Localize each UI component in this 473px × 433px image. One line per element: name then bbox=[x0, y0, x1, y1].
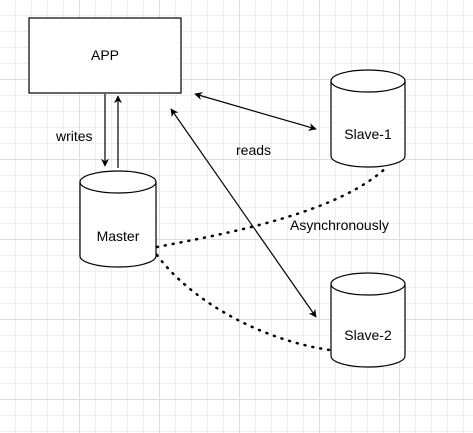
master-cylinder bbox=[79, 170, 157, 268]
slave1-cylinder-rim bbox=[330, 80, 406, 93]
reads-arrow-slave2[interactable] bbox=[170, 108, 317, 318]
app-node[interactable]: APP bbox=[28, 17, 182, 94]
slave2-cylinder-rim bbox=[330, 283, 406, 296]
master-node[interactable]: Master bbox=[79, 170, 157, 268]
writes-label: writes bbox=[55, 128, 93, 144]
slave1-cylinder bbox=[330, 69, 406, 168]
master-label: Master bbox=[97, 228, 140, 244]
slave2-node[interactable]: Slave-2 bbox=[330, 272, 406, 368]
reads-label: reads bbox=[236, 142, 271, 158]
slave2-label: Slave-2 bbox=[344, 327, 392, 343]
reads-arrow-slave1[interactable] bbox=[194, 92, 317, 131]
master-cylinder-rim bbox=[79, 181, 157, 194]
slave1-label: Slave-1 bbox=[344, 126, 392, 142]
replication-line-slave2[interactable] bbox=[155, 253, 332, 352]
app-box bbox=[28, 17, 182, 94]
slave2-cylinder bbox=[330, 272, 406, 368]
replication-line-slave1[interactable] bbox=[155, 164, 390, 249]
app-label: APP bbox=[91, 47, 119, 63]
slave1-node[interactable]: Slave-1 bbox=[330, 69, 406, 168]
replication-label: Asynchronously bbox=[290, 217, 389, 233]
